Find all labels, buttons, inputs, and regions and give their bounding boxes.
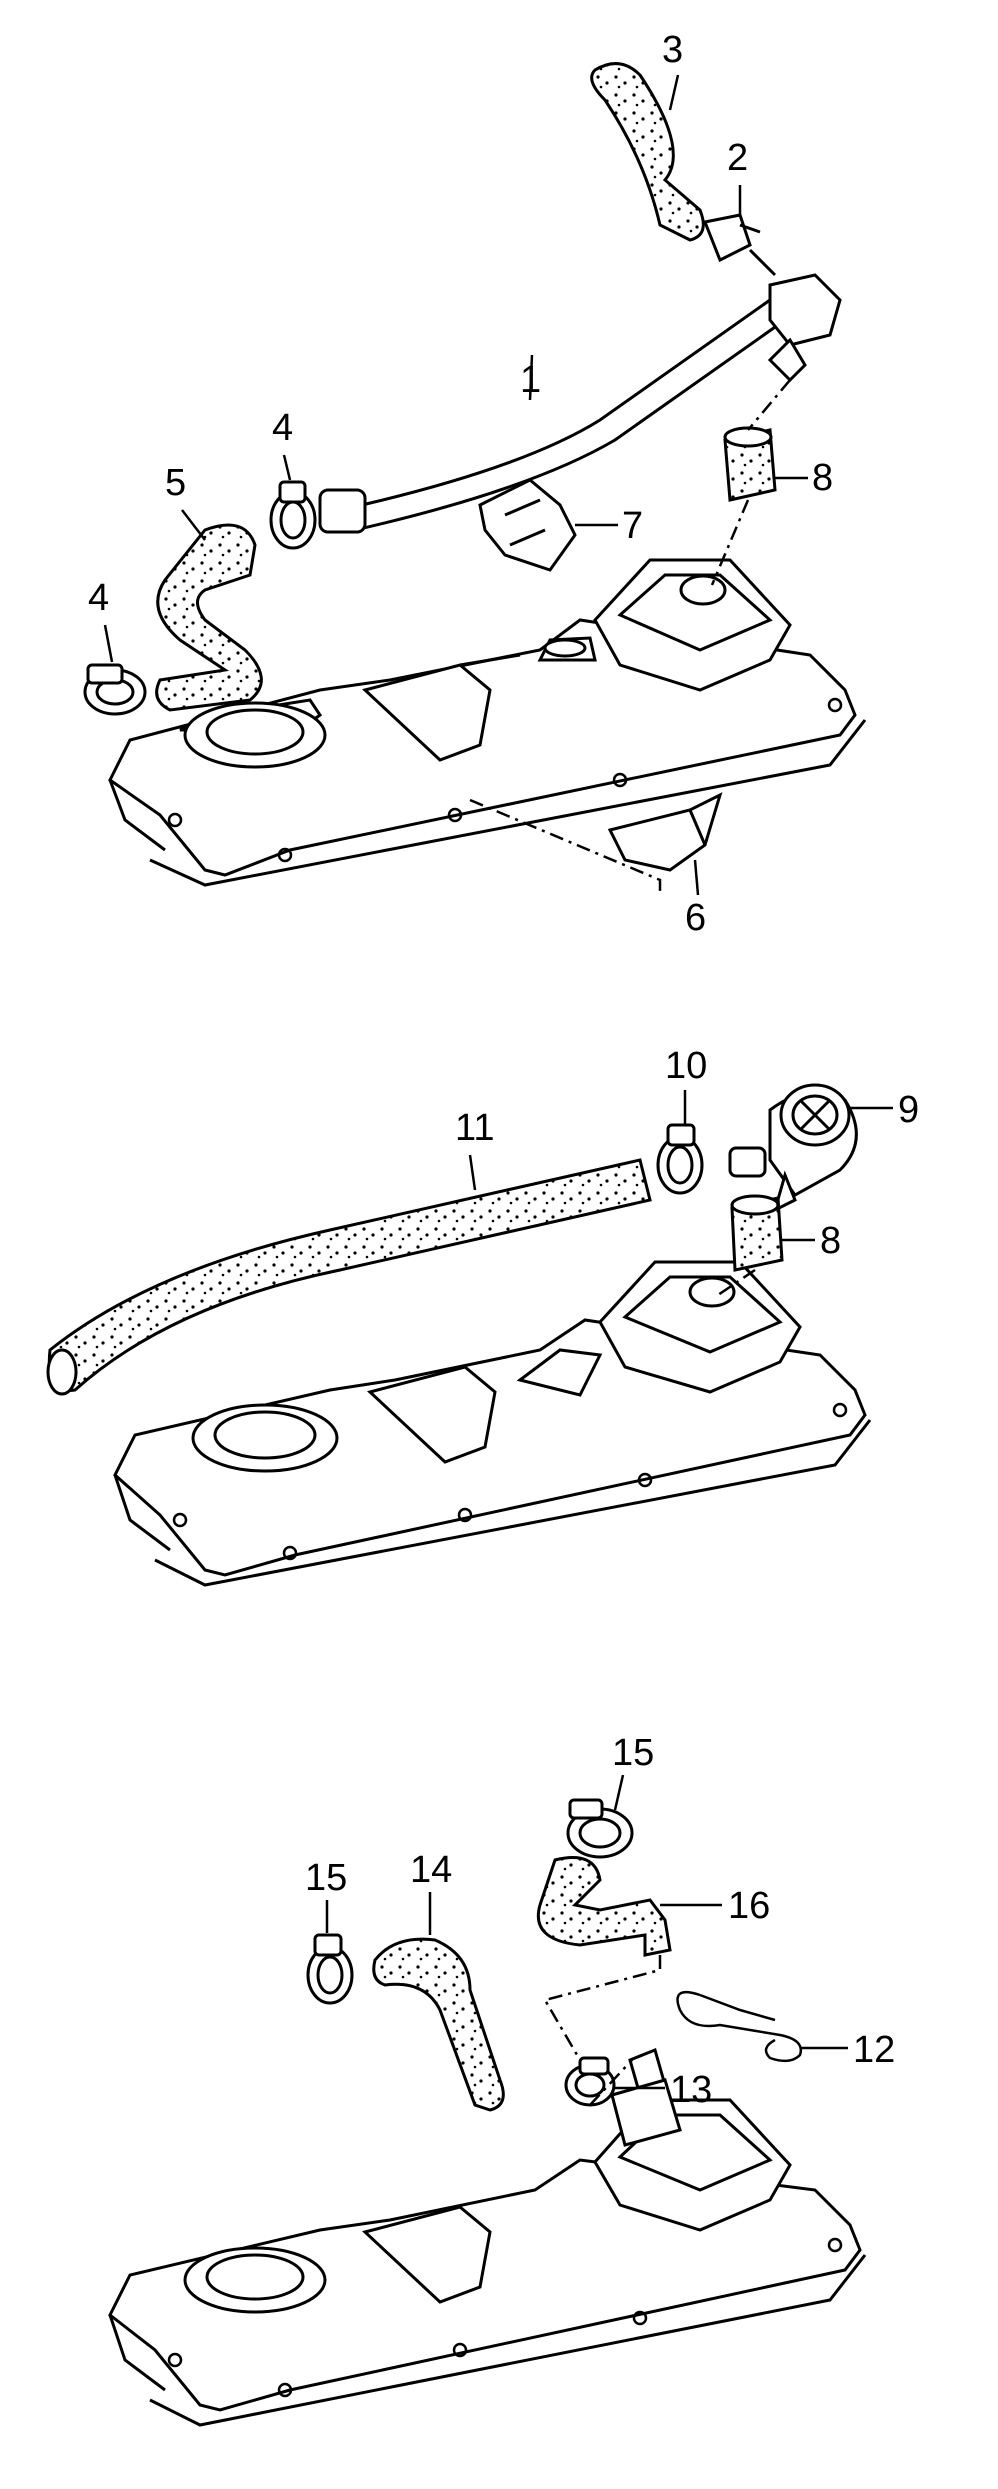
hose-5 [155,523,263,712]
label-9: 9 [898,1089,919,1131]
label-4b: 4 [88,577,109,619]
leader-3 [668,74,680,111]
assembly-line-13 [589,2059,633,2106]
label-11: 11 [455,1107,494,1149]
leader-1 [528,354,534,401]
leader-15a [613,1774,625,1811]
label-2: 2 [727,137,748,179]
leader-4b [103,624,114,663]
grommet-8a [723,426,777,502]
label-8a: 8 [812,457,833,499]
label-12: 12 [853,2029,895,2071]
grommet-8b [730,1194,784,1272]
hose-clamp-4a [269,480,317,550]
cylinder-head-cover-1 [108,558,867,887]
leader-11 [468,1154,477,1191]
label-7: 7 [622,505,643,547]
hose-clamp-13 [564,2056,616,2107]
hose-3 [590,62,705,242]
valve-9 [728,1083,858,1213]
hose-14 [372,1937,505,2112]
assembly-line-8a [747,379,791,431]
label-5: 5 [165,462,186,504]
cylinder-head-cover-3 [108,2047,867,2427]
leader-4a [282,454,292,481]
hose-16 [537,1856,672,1957]
label-1: 1 [520,359,541,401]
hose-11 [46,1158,652,1396]
label-16: 16 [728,1885,770,1927]
hose-clamp-4b [83,663,147,716]
breather-pipe [318,273,842,534]
label-15a: 15 [612,1732,654,1774]
hose-clamp-2 [702,213,777,277]
clip-7 [478,478,577,572]
assembly-line-8b [717,1268,756,1297]
view-3: 15 14 15 16 12 13 [108,1732,895,2427]
hose-clamp-15a [566,1798,634,1859]
label-14: 14 [410,1849,452,1891]
label-6: 6 [685,897,706,939]
cylinder-head-cover-2 [113,1260,872,1587]
label-10: 10 [665,1045,707,1087]
assembly-line-16 [543,1955,662,2061]
bracket-6 [607,792,723,872]
leader-5 [181,509,206,541]
label-13: 13 [670,2069,712,2111]
spring-clip-12 [676,1990,803,2063]
label-4a: 4 [272,407,293,449]
hose-clamp-10 [656,1123,704,1195]
view-1: 1 2 3 4 5 4 7 8 6 [83,29,867,939]
leader-6 [693,859,700,896]
label-3: 3 [662,29,683,71]
label-15b: 15 [305,1857,347,1899]
view-2: 11 10 9 8 [46,1045,919,1587]
hose-clamp-15b [306,1933,354,2005]
label-8b: 8 [820,1220,841,1262]
assembly-line-6 [469,798,662,895]
